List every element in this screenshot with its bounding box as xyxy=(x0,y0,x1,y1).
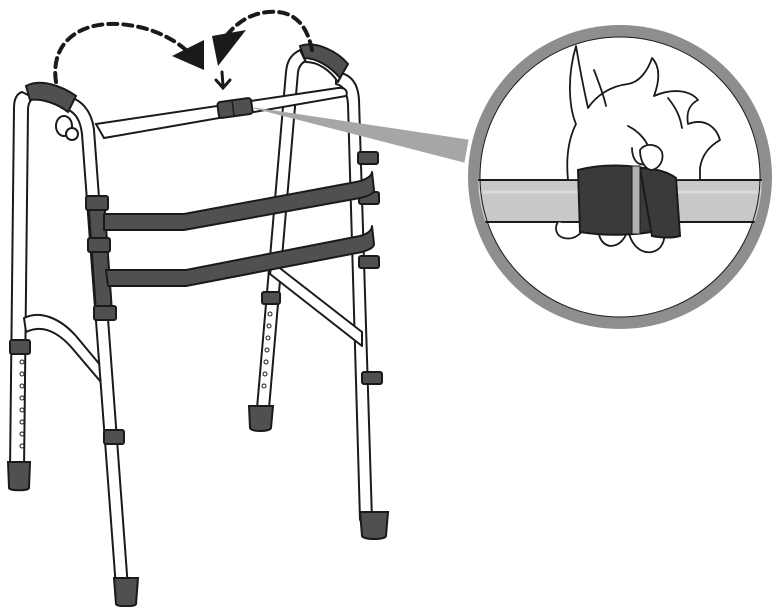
curved-dashed-arrow-icon xyxy=(224,9,314,52)
back-adjust-holes xyxy=(261,311,273,389)
upper-side-brace xyxy=(103,171,375,231)
front-diagonal-brace xyxy=(23,313,107,389)
back-diagonal-brace xyxy=(269,261,363,347)
front-clamps xyxy=(9,339,125,445)
curved-dashed-arrow-icon xyxy=(53,21,188,84)
fingertip xyxy=(639,144,664,171)
front-main-foot xyxy=(112,577,140,607)
callout-pointer xyxy=(253,107,469,163)
fold-arrow-head-left xyxy=(172,40,204,70)
front-outer-foot xyxy=(6,461,32,492)
fold-arrows xyxy=(53,9,314,84)
front-adjust-holes xyxy=(19,359,25,449)
side-braces xyxy=(85,171,375,321)
back-rear-foot xyxy=(358,511,390,540)
back-front-foot xyxy=(247,405,275,432)
down-arrow-icon xyxy=(214,70,232,91)
fold-arrow-head-right xyxy=(212,30,246,66)
lower-side-brace xyxy=(105,225,375,287)
front-knob xyxy=(55,115,79,141)
release-button xyxy=(216,97,254,119)
magnifier-callout xyxy=(468,25,772,329)
front-outer-leg xyxy=(9,91,35,471)
front-handgrip xyxy=(24,81,78,114)
back-handgrip xyxy=(298,43,350,80)
back-rear-leg xyxy=(335,71,373,521)
